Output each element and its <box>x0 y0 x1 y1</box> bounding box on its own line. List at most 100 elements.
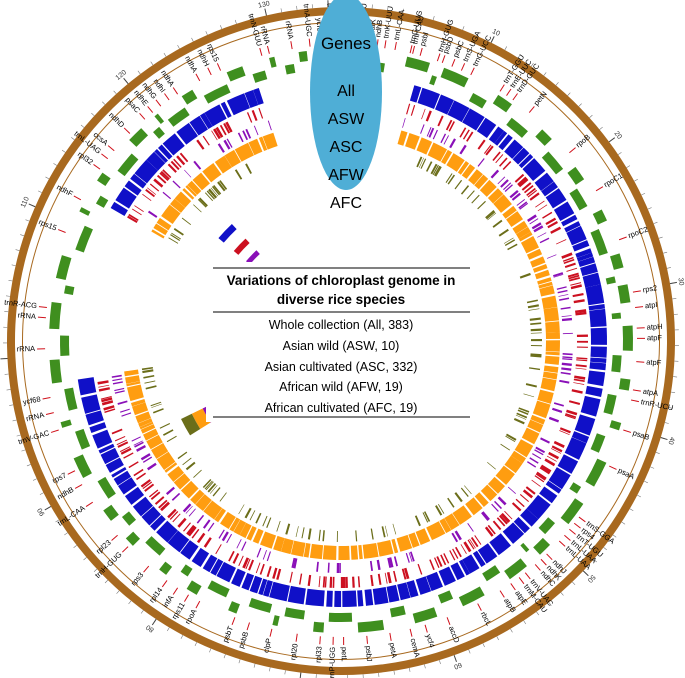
center-row-all: Whole collection (All, 383) <box>269 318 414 332</box>
gene-leader <box>436 53 441 62</box>
scale-minor-tick <box>102 101 106 105</box>
gene-leader <box>499 590 505 598</box>
variation-mark-afc <box>518 407 530 413</box>
variation-band-all <box>117 477 137 495</box>
scale-minor-tick <box>417 12 420 17</box>
gene-block <box>541 151 564 175</box>
variation-band-all <box>585 284 605 306</box>
variation-band-afw <box>143 428 159 441</box>
variation-mark-asw <box>556 239 567 245</box>
variation-mark-afc <box>307 528 312 540</box>
scale-minor-tick <box>55 519 60 523</box>
scale-major-tick <box>123 77 129 84</box>
gene-leader <box>528 106 535 113</box>
variation-mark-asw <box>483 144 492 154</box>
variation-band-afw <box>132 402 149 416</box>
center-row-afw: African wild (AFW, 19) <box>279 380 403 394</box>
variation-mark-asw <box>568 276 581 282</box>
variation-band-afw <box>173 473 191 490</box>
gene-block <box>97 172 111 187</box>
variation-band-afw <box>465 497 483 516</box>
variation-mark-asc <box>552 407 563 413</box>
variation-mark-asw <box>573 378 585 383</box>
gene-leader <box>609 465 617 470</box>
variation-mark-asc <box>534 449 544 456</box>
variation-mark-asw <box>223 122 231 134</box>
variation-band-all <box>409 85 422 103</box>
variation-mark-asc <box>535 446 546 454</box>
variation-mark-asw <box>255 562 261 574</box>
gene-block <box>617 284 631 304</box>
scale-minor-tick <box>5 295 11 297</box>
gene-leader <box>266 45 270 54</box>
variation-mark-asw <box>466 131 474 142</box>
variation-band-afw <box>502 205 517 219</box>
gene-leader <box>42 396 51 400</box>
variation-band-all <box>305 588 325 607</box>
variation-mark-asw <box>228 550 235 562</box>
gene-leader <box>101 153 109 160</box>
gene-label: ycf4 <box>424 633 437 649</box>
gene-block <box>298 51 308 62</box>
variation-mark-afc <box>209 485 218 494</box>
scale-minor-tick <box>21 449 26 452</box>
variation-mark-asc <box>553 274 564 278</box>
variation-mark-asw <box>492 520 502 531</box>
scale-minor-tick <box>83 557 87 561</box>
gene-block <box>357 619 385 633</box>
variation-mark-asc <box>557 289 568 294</box>
variation-band-afw <box>214 155 232 174</box>
variation-band-all <box>513 517 530 534</box>
gene-block <box>622 325 633 351</box>
variation-mark-afc <box>432 164 439 176</box>
variation-band-afw <box>532 400 551 419</box>
scale-minor-tick <box>462 26 465 31</box>
variation-band-afw <box>126 384 144 402</box>
variation-mark-asc <box>449 138 456 149</box>
scale-major-tick <box>669 281 678 285</box>
ir-band-diagonal-asc <box>246 250 260 265</box>
variation-mark-afc <box>238 504 245 515</box>
variation-mark-afc <box>209 188 218 198</box>
variation-band-afw <box>461 164 476 179</box>
variation-mark-asw <box>484 526 494 537</box>
variation-band-all <box>588 303 606 311</box>
scale-minor-tick <box>223 654 226 659</box>
variation-mark-asc <box>562 353 573 356</box>
scale-minor-tick <box>629 508 634 512</box>
variation-mark-asc <box>481 511 490 521</box>
variation-band-all <box>489 533 511 556</box>
variation-band-all <box>576 252 594 262</box>
variation-band-afw <box>229 517 241 532</box>
scale-minor-tick <box>280 8 282 13</box>
gene-leader <box>161 580 168 588</box>
variation-mark-asc <box>537 232 547 238</box>
variation-mark-asc <box>376 559 381 570</box>
variation-band-afw <box>124 369 139 377</box>
ir-band-diagonal-all <box>218 223 237 243</box>
variation-mark-asw <box>574 375 586 380</box>
variation-mark-asc <box>494 500 503 510</box>
gene-leader <box>231 617 236 625</box>
variation-mark-afc <box>530 322 542 325</box>
center-row-asc: Asian cultivated (ASC, 332) <box>265 360 418 374</box>
variation-mark-asw <box>132 208 142 216</box>
variation-mark-afc <box>435 166 442 177</box>
variation-band-afw <box>452 505 472 525</box>
variation-mark-asw <box>514 173 525 183</box>
variation-mark-asw <box>487 524 496 535</box>
variation-mark-asw <box>448 121 455 132</box>
variation-mark-afc <box>255 512 262 524</box>
variation-mark-asc <box>509 189 519 199</box>
variation-mark-asc <box>165 486 175 496</box>
variation-mark-afc <box>420 158 427 169</box>
variation-mark-asw <box>134 205 144 212</box>
variation-mark-asc <box>491 503 499 512</box>
variation-mark-afc <box>504 239 516 247</box>
variation-mark-asc <box>408 552 413 562</box>
variation-band-all <box>502 522 525 544</box>
variation-mark-afc <box>219 492 227 502</box>
gene-block <box>284 63 296 75</box>
variation-mark-afc <box>177 451 188 460</box>
gene-label: atpA <box>642 387 659 398</box>
